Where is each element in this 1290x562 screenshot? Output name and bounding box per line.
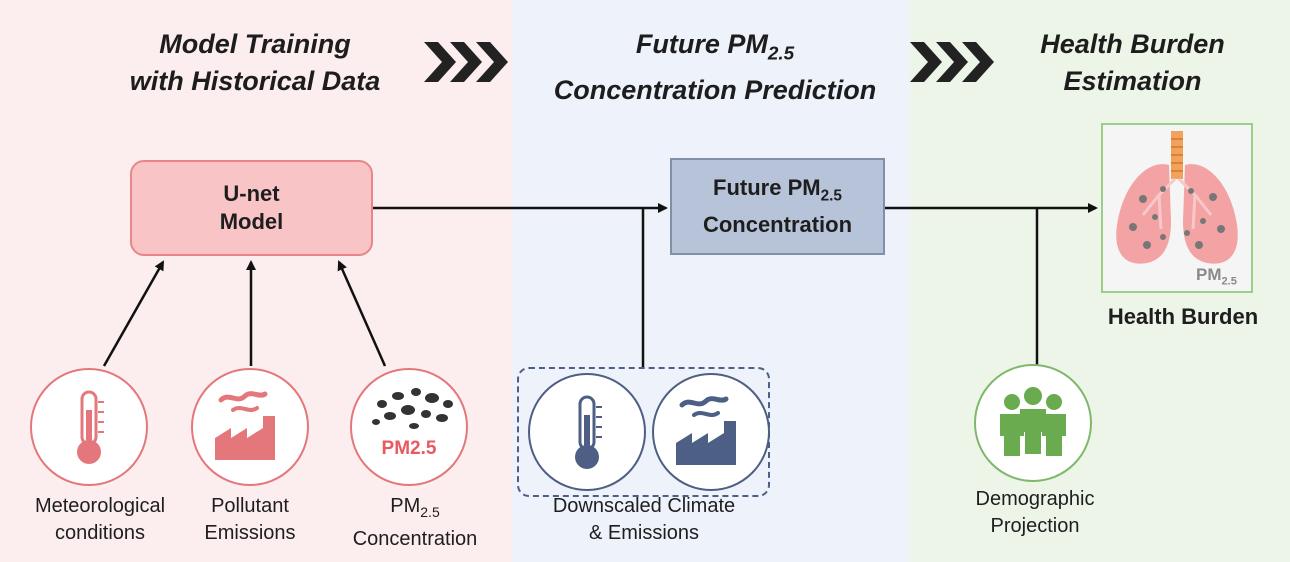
unet-line2: Model <box>219 209 284 234</box>
emissions-line2: Emissions <box>204 522 296 544</box>
future-line2: Concentration <box>702 211 853 237</box>
pm25-line1: PM2.5 <box>335 493 495 526</box>
downscaled-emissions-circle <box>652 373 770 491</box>
factory-icon <box>676 396 736 465</box>
pm25-circle <box>350 368 468 486</box>
heading-prediction-line1: Future PM2.5 <box>520 26 910 72</box>
downscaled-line2: & Emissions <box>588 522 700 544</box>
lungs-pm-text: PM2.5 <box>1196 265 1237 287</box>
emissions-circle <box>191 368 309 486</box>
heading-training-line2: with Historical Data <box>129 66 381 96</box>
heading-prediction: Future PM2.5 Concentration Prediction <box>520 26 910 109</box>
heading-training: Model Training with Historical Data <box>60 26 450 100</box>
pm25-sub: 2.5 <box>420 504 440 520</box>
downscaled-label: Downscaled Climate & Emissions <box>520 493 768 547</box>
future-prefix: Future PM <box>713 175 821 201</box>
chevron-arrows-icon <box>424 42 508 82</box>
health-burden-image <box>1101 123 1253 293</box>
particles-icon <box>372 388 453 429</box>
future-line1: Future PM2.5 <box>713 174 842 210</box>
factory-icon <box>215 391 275 460</box>
heading-prediction-prefix: Future PM <box>635 29 768 59</box>
heading-health-line2: Estimation <box>1063 66 1202 96</box>
heading-prediction-line2: Concentration Prediction <box>553 75 877 106</box>
emissions-label: Pollutant Emissions <box>170 493 330 547</box>
heading-health: Health Burden Estimation <box>1000 26 1265 100</box>
thermometer-icon <box>575 395 602 469</box>
demographic-line2: Projection <box>990 515 1080 537</box>
people-icon <box>1000 387 1066 456</box>
demographic-circle <box>974 364 1092 482</box>
heading-training-line1: Model Training <box>159 29 351 59</box>
arrow-meteorological-to-unet <box>102 260 165 367</box>
demographic-label: Demographic Projection <box>950 486 1120 540</box>
pm25-circle-text: PM2.5 <box>381 438 437 459</box>
unet-line1: U-net <box>223 181 280 206</box>
thermometer-icon <box>77 390 104 464</box>
chevron-arrows-icon-2 <box>910 42 994 82</box>
health-burden-label: Health Burden <box>1107 304 1259 329</box>
meteorological-line2: conditions <box>54 522 146 544</box>
future-concentration-box: Future PM2.5 Concentration <box>670 158 885 255</box>
lungs-pm-sub: 2.5 <box>1221 275 1237 288</box>
pm25-line2: Concentration <box>352 528 478 550</box>
pm25-prefix: PM <box>390 495 421 517</box>
unet-model-box: U-net Model <box>130 160 373 256</box>
arrow-pm25-to-unet <box>337 260 387 367</box>
downscaled-climate-circle <box>528 373 646 491</box>
heading-health-line1: Health Burden <box>1040 29 1225 59</box>
pm25-label: PM2.5 Concentration <box>335 493 495 553</box>
future-sub: 2.5 <box>820 187 842 205</box>
demographic-line1: Demographic <box>975 488 1095 510</box>
emissions-line1: Pollutant <box>211 495 289 517</box>
downscaled-line1: Downscaled Climate <box>552 495 736 517</box>
lungs-pm-prefix: PM <box>1196 265 1222 284</box>
meteorological-label: Meteorological conditions <box>5 493 195 547</box>
meteorological-line1: Meteorological <box>34 495 166 517</box>
heading-prediction-sub: 2.5 <box>767 43 795 65</box>
lungs-icon <box>1116 131 1238 264</box>
meteorological-circle <box>30 368 148 486</box>
